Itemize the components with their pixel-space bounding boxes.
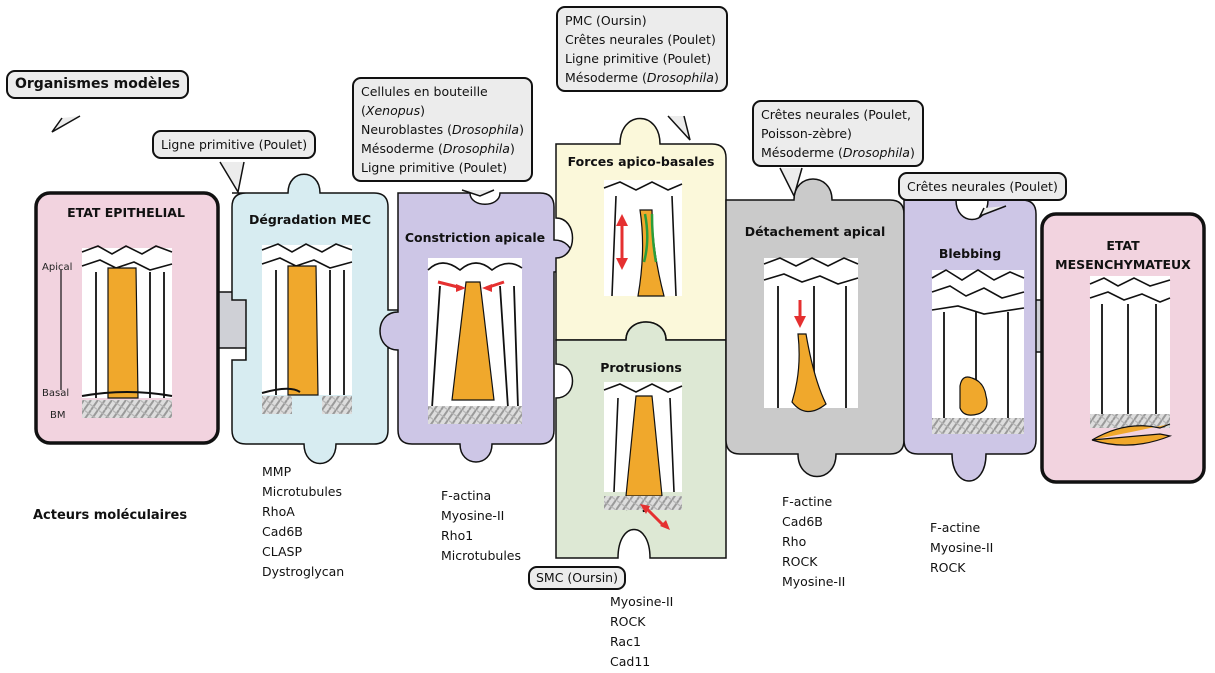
actor-item: Myosine-II [782,572,845,592]
label-bm: BM [50,410,66,421]
callout-constriction-line: Neuroblastes (Drosophila) [361,120,524,139]
callout-blebbing: Crêtes neurales (Poulet) [898,172,1067,201]
stage-title-detachment: Détachement apical [730,224,900,239]
callout-forces-line: Crêtes neurales (Poulet) [565,30,719,49]
label-basal: Basal [42,388,69,399]
actor-item: Rho1 [441,526,521,546]
callout-tail-forces [668,116,690,140]
callout-forces-line: PMC (Oursin) [565,11,719,30]
actor-item: F-actina [441,486,521,506]
actor-item: Myosine-II [930,538,993,558]
actor-item: Rho [782,532,845,552]
actor-item: RhoA [262,502,344,522]
actor-item: Cad6B [782,512,845,532]
callout-blebbing-line: Crêtes neurales (Poulet) [907,177,1058,196]
actor-item: MMP [262,462,344,482]
illustration-constriction [428,258,522,424]
illustration-mesenchymal [1090,276,1170,445]
callout-detachment-line: Crêtes neurales (Poulet, [761,105,915,124]
actors-mec: MMP Microtubules RhoA Cad6B CLASP Dystro… [262,462,344,582]
organisms-callout: Organismes modèles [6,70,189,99]
actors-constriction: F-actina Myosine-II Rho1 Microtubules [441,486,521,566]
actor-item: Microtubules [441,546,521,566]
actor-item: Myosine-II [441,506,521,526]
actor-item: ROCK [610,612,673,632]
illustration-mec [262,244,352,414]
actors-detachment: F-actine Cad6B Rho ROCK Myosine-II [782,492,845,592]
actor-item: Cad11 [610,652,673,672]
actors-protrusions: Myosine-II ROCK Rac1 Cad11 [610,592,673,672]
stage-title-mec: Dégradation MEC [236,212,384,227]
callout-protrusions-line: SMC (Oursin) [536,568,618,588]
actor-item: ROCK [930,558,993,578]
stage-title-protrusions: Protrusions [558,360,724,375]
callout-constriction-line: (Xenopus) [361,101,524,120]
actors-blebbing: F-actine Myosine-II ROCK [930,518,993,578]
callout-tail-mec [220,162,244,192]
callout-detachment-line: Poisson-zèbre) [761,124,915,143]
actor-item: Microtubules [262,482,344,502]
callout-detachment-line: Mésoderme (Drosophila) [761,143,915,162]
callout-constriction-line: Mésoderme (Drosophila) [361,139,524,158]
actors-title: Acteurs moléculaires [33,508,187,523]
illustration-protrusions [604,382,682,530]
callout-protrusions: SMC (Oursin) [528,566,626,590]
callout-mec-line: Ligne primitive (Poulet) [161,135,307,154]
callout-forces-line: Ligne primitive (Poulet) [565,49,719,68]
label-apical: Apical [42,262,72,273]
callout-constriction-line: Cellules en bouteille [361,82,524,101]
actor-item: Rac1 [610,632,673,652]
actor-item: ROCK [782,552,845,572]
actor-item: Cad6B [262,522,344,542]
actor-item: CLASP [262,542,344,562]
callout-constriction-line: Ligne primitive (Poulet) [361,158,524,177]
callout-detachment: Crêtes neurales (Poulet, Poisson-zèbre) … [752,100,924,167]
stage-title-mesenchymal: ETAT MESENCHYMATEUX [1046,236,1200,274]
illustration-forces [604,180,682,296]
callout-forces-line: Mésoderme (Drosophila) [565,68,719,87]
stage-title-epithelial: ETAT EPITHELIAL [66,205,186,220]
callout-forces: PMC (Oursin) Crêtes neurales (Poulet) Li… [556,6,728,92]
actor-item: F-actine [930,518,993,538]
callout-constriction: Cellules en bouteille (Xenopus) Neurobla… [352,77,533,182]
stage-title-constriction: Constriction apicale [400,230,550,245]
actor-item: Dystroglycan [262,562,344,582]
illustration-blebbing [932,270,1024,434]
callout-mec: Ligne primitive (Poulet) [152,130,316,159]
stage-title-blebbing: Blebbing [906,246,1034,261]
callout-tail-organisms [52,116,80,132]
illustration-detachment [764,258,858,412]
actor-item: F-actine [782,492,845,512]
actor-item: Myosine-II [610,592,673,612]
stage-title-forces: Forces apico-basales [558,154,724,169]
